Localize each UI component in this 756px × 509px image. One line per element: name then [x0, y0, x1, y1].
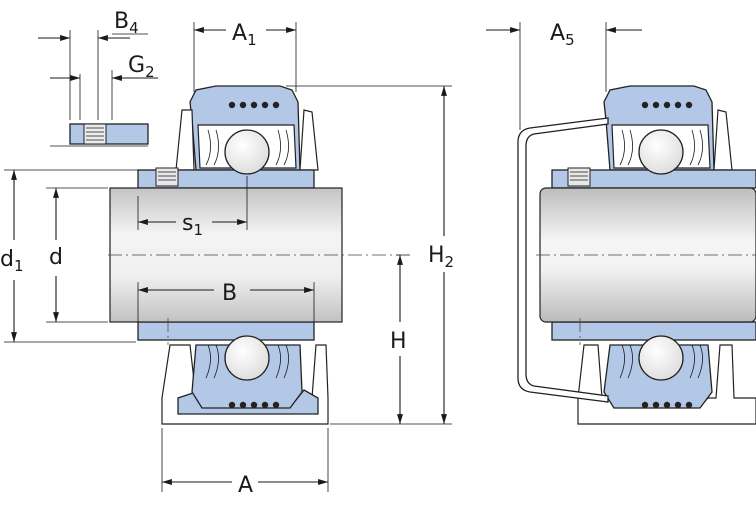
label-B4: B4 — [114, 9, 139, 37]
label-B: B — [222, 281, 237, 306]
label-H2: H2 — [428, 243, 454, 271]
label-A: A — [238, 473, 253, 498]
dimension-labels: B4 G2 A1 A5 d1 d s1 H2 B H A — [0, 9, 575, 498]
right-view — [517, 85, 756, 425]
label-A1: A1 — [232, 21, 257, 49]
housing-side-right-b — [713, 109, 733, 171]
set-screw-left — [155, 167, 179, 187]
lube-holes-top-right — [641, 101, 693, 109]
ball-bottom-right — [638, 335, 684, 381]
seal-top-left — [205, 129, 289, 166]
ball-top-left — [224, 129, 270, 175]
housing-side-right-top — [299, 109, 319, 171]
label-d1: d1 — [0, 247, 24, 275]
seal-bottom-right — [619, 344, 703, 379]
label-s1: s1 — [182, 211, 203, 239]
end-cover — [517, 117, 609, 403]
lube-holes-top-left — [228, 101, 280, 109]
label-G2: G2 — [128, 53, 155, 81]
set-screw-right — [567, 167, 591, 187]
label-H: H — [390, 329, 407, 354]
label-d: d — [49, 245, 63, 270]
seal-bottom-left — [205, 344, 289, 379]
lube-holes-bottom-right — [641, 401, 693, 409]
label-A5: A5 — [550, 21, 575, 49]
set-screw-detail — [50, 123, 149, 147]
ball-top-right — [638, 129, 684, 175]
seal-top-right — [619, 129, 703, 166]
left-view — [108, 85, 400, 425]
ball-bottom-left — [224, 335, 270, 381]
collar-bottom-left — [137, 321, 315, 341]
lube-holes-bottom-left — [228, 401, 280, 409]
housing-side-left-top — [175, 109, 195, 171]
dimensions — [4, 22, 642, 492]
